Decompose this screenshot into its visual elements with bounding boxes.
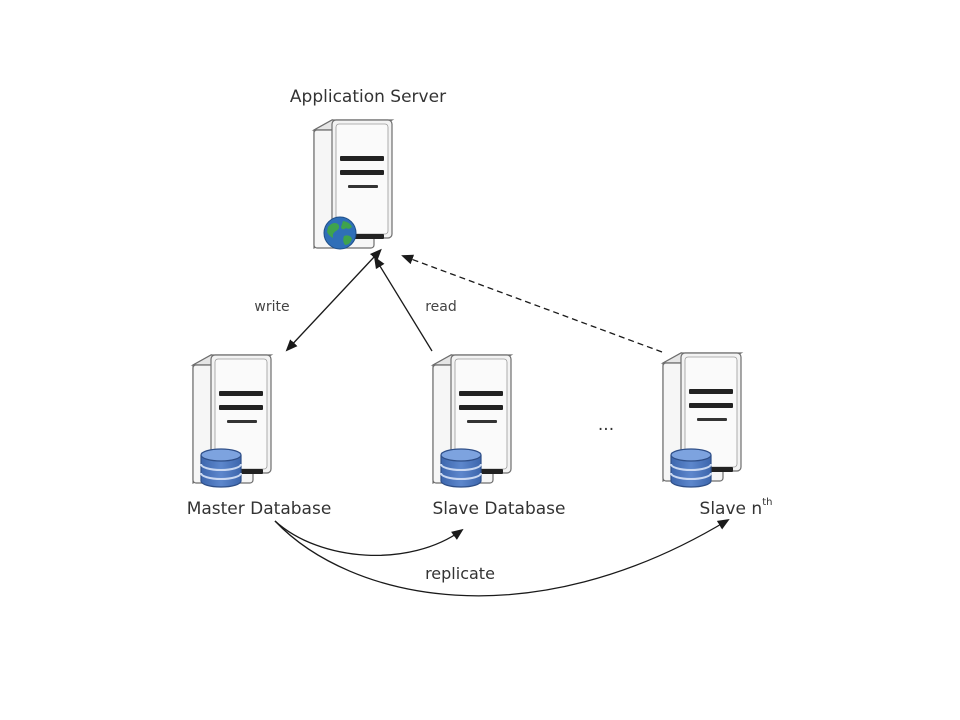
database-icon [670, 448, 712, 488]
slave-nth-node: Slave nth [662, 352, 773, 519]
globe-icon [323, 216, 357, 250]
slave-nth-label-text: Slave n [700, 499, 763, 519]
application-server-node: Application Server [290, 87, 446, 250]
write-label: write [254, 299, 289, 315]
slave-nth-label: Slave nth [700, 497, 773, 519]
replicate-label: replicate [425, 564, 495, 583]
application-server-label: Application Server [290, 87, 446, 107]
replicate-arrow-nth [274, 518, 730, 597]
read-nth-dashed-arrow [401, 254, 663, 353]
slave-database-node: Slave Database [432, 354, 566, 519]
read-label: read [425, 299, 457, 315]
slave-database-label: Slave Database [433, 499, 566, 519]
database-icon [200, 448, 242, 488]
slave-nth-superscript: th [762, 497, 772, 508]
read-arrow [373, 256, 433, 352]
replicate-arrow-slave [274, 520, 464, 557]
ellipsis: ... [598, 415, 614, 435]
database-icon [440, 448, 482, 488]
master-database-node: Master Database [187, 354, 332, 519]
write-arrow [285, 248, 382, 352]
master-database-label: Master Database [187, 499, 332, 519]
